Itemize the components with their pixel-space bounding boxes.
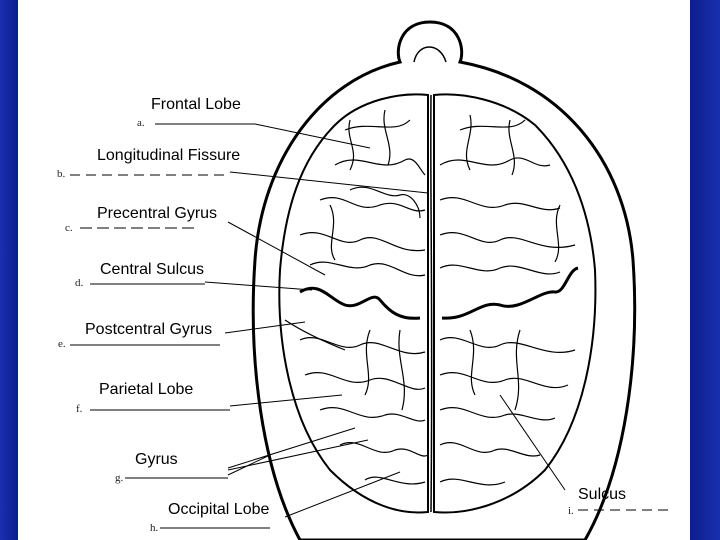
- gyri-texture: [284, 109, 576, 486]
- label-sulcus: Sulcus: [578, 486, 627, 503]
- letter-d: d.: [75, 277, 84, 289]
- left-hemisphere: [278, 93, 429, 514]
- label-longitudinal-fissure: Longitudinal Fissure: [97, 147, 241, 164]
- label-central-sulcus: Central Sulcus: [100, 261, 205, 278]
- letter-a: a.: [137, 117, 145, 129]
- label-parietal-lobe: Parietal Lobe: [99, 381, 194, 398]
- central-sulcus-left: [299, 286, 421, 320]
- letter-f: f.: [76, 403, 83, 415]
- letter-c: c.: [65, 222, 73, 234]
- nasion-notch: [413, 46, 447, 63]
- label-postcentral-gyrus: Postcentral Gyrus: [85, 321, 213, 338]
- letter-g: g.: [115, 472, 124, 484]
- longitudinal-fissure-line: [430, 94, 433, 513]
- letter-e: e.: [58, 338, 66, 350]
- leader-lines: [70, 123, 670, 529]
- letter-b: b.: [57, 168, 66, 180]
- label-precentral-gyrus: Precentral Gyrus: [97, 205, 218, 222]
- right-hemisphere: [433, 93, 597, 514]
- central-sulcus-right: [441, 266, 579, 320]
- label-frontal-lobe: Frontal Lobe: [151, 96, 241, 113]
- letter-h: h.: [150, 522, 159, 534]
- label-occipital-lobe: Occipital Lobe: [168, 501, 270, 518]
- skull-outline: [251, 20, 637, 540]
- letter-i: i.: [568, 505, 574, 517]
- label-gyrus: Gyrus: [135, 451, 178, 468]
